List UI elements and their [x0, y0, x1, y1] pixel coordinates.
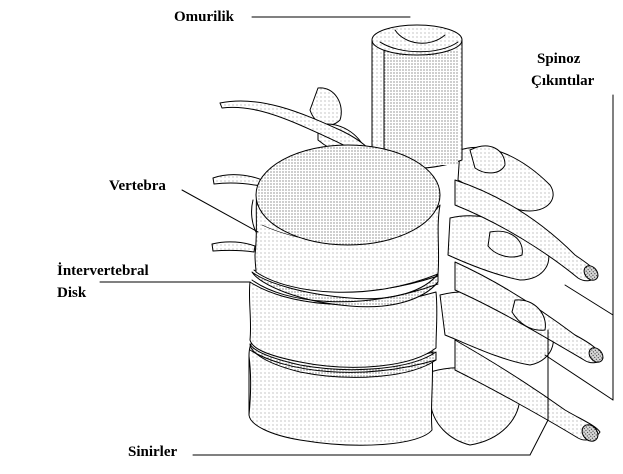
label-spinal-cord: Omurilik [174, 9, 235, 25]
leader-line-spinoz-c [544, 354, 614, 401]
vertebra-body-1 [254, 144, 441, 293]
leader-line-vertebra [181, 189, 259, 233]
label-spinous-processes-line1: Spinoz [537, 51, 581, 67]
label-intervertebral-line1: İntervertebral [57, 263, 149, 279]
leader-lines [99, 16, 614, 456]
spinal-cord [371, 24, 463, 169]
label-vertebra: Vertebra [109, 178, 166, 194]
leader-line-spinoz-a [564, 284, 614, 316]
label-spinous-processes-line2: Çıkıntılar [531, 73, 595, 89]
spinous-process-1 [454, 179, 599, 282]
label-intervertebral-line2: Disk [57, 285, 87, 301]
label-nerves: Sinirler [128, 444, 178, 460]
leader-line-sinirler-a [529, 419, 549, 456]
spinous-process-3 [454, 339, 601, 442]
